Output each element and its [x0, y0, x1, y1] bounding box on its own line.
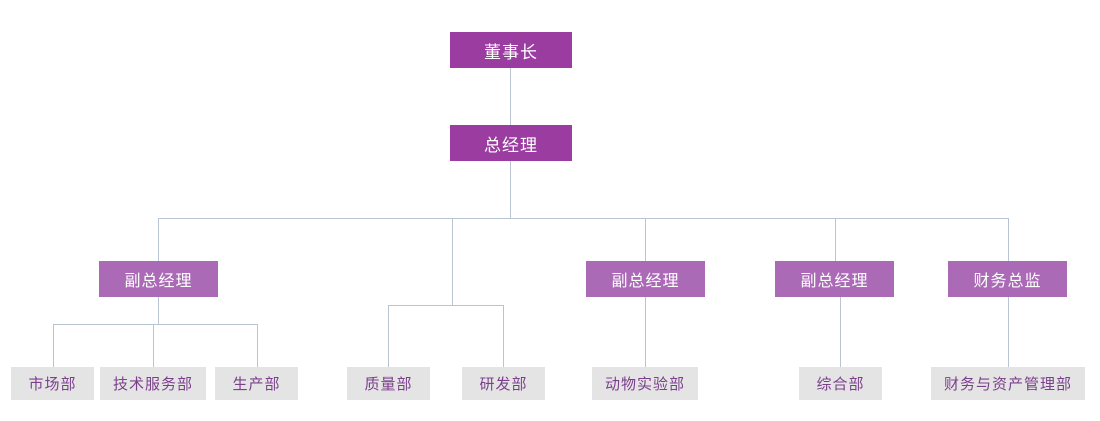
- connector-vp3-to-dept7: [840, 297, 841, 367]
- node-department-technical-service[interactable]: 技术服务部: [100, 367, 206, 400]
- connector-subbus2-to-dept4: [388, 305, 389, 367]
- node-department-production[interactable]: 生产部: [215, 367, 298, 400]
- connector-bus-to-quality-rd-branch: [452, 218, 453, 305]
- connector-bus-to-vp2: [645, 218, 646, 261]
- connector-bus-to-vp1: [158, 218, 159, 261]
- connector-subbus2-to-dept5: [503, 305, 504, 367]
- node-department-finance-asset-management[interactable]: 财务与资产管理部: [931, 367, 1085, 400]
- connector-gm-drop: [510, 161, 511, 218]
- node-department-rd[interactable]: 研发部: [462, 367, 545, 400]
- node-department-quality[interactable]: 质量部: [347, 367, 430, 400]
- connector-subbus1-to-dept1: [53, 324, 54, 367]
- node-department-general-affairs[interactable]: 综合部: [799, 367, 882, 400]
- node-department-marketing[interactable]: 市场部: [11, 367, 94, 400]
- connector-vp2-to-dept6: [645, 297, 646, 367]
- node-cfo[interactable]: 财务总监: [948, 261, 1067, 297]
- connector-subbus-group1: [53, 324, 258, 325]
- connector-cfo-to-dept8: [1008, 297, 1009, 367]
- connector-bus-to-cfo: [1008, 218, 1009, 261]
- node-department-animal-lab[interactable]: 动物实验部: [592, 367, 698, 400]
- connector-bus-to-vp3: [835, 218, 836, 261]
- node-vice-general-manager-3[interactable]: 副总经理: [775, 261, 894, 297]
- node-vice-general-manager-1[interactable]: 副总经理: [99, 261, 218, 297]
- node-chairman[interactable]: 董事长: [450, 32, 572, 68]
- connector-subbus-group2: [388, 305, 504, 306]
- node-general-manager[interactable]: 总经理: [450, 125, 572, 161]
- connector-subbus1-to-dept2: [153, 324, 154, 367]
- connector-main-bus: [158, 218, 1009, 219]
- connector-vp1-drop: [158, 297, 159, 324]
- connector-subbus1-to-dept3: [257, 324, 258, 367]
- node-vice-general-manager-2[interactable]: 副总经理: [586, 261, 705, 297]
- connector-chairman-to-gm: [510, 68, 511, 125]
